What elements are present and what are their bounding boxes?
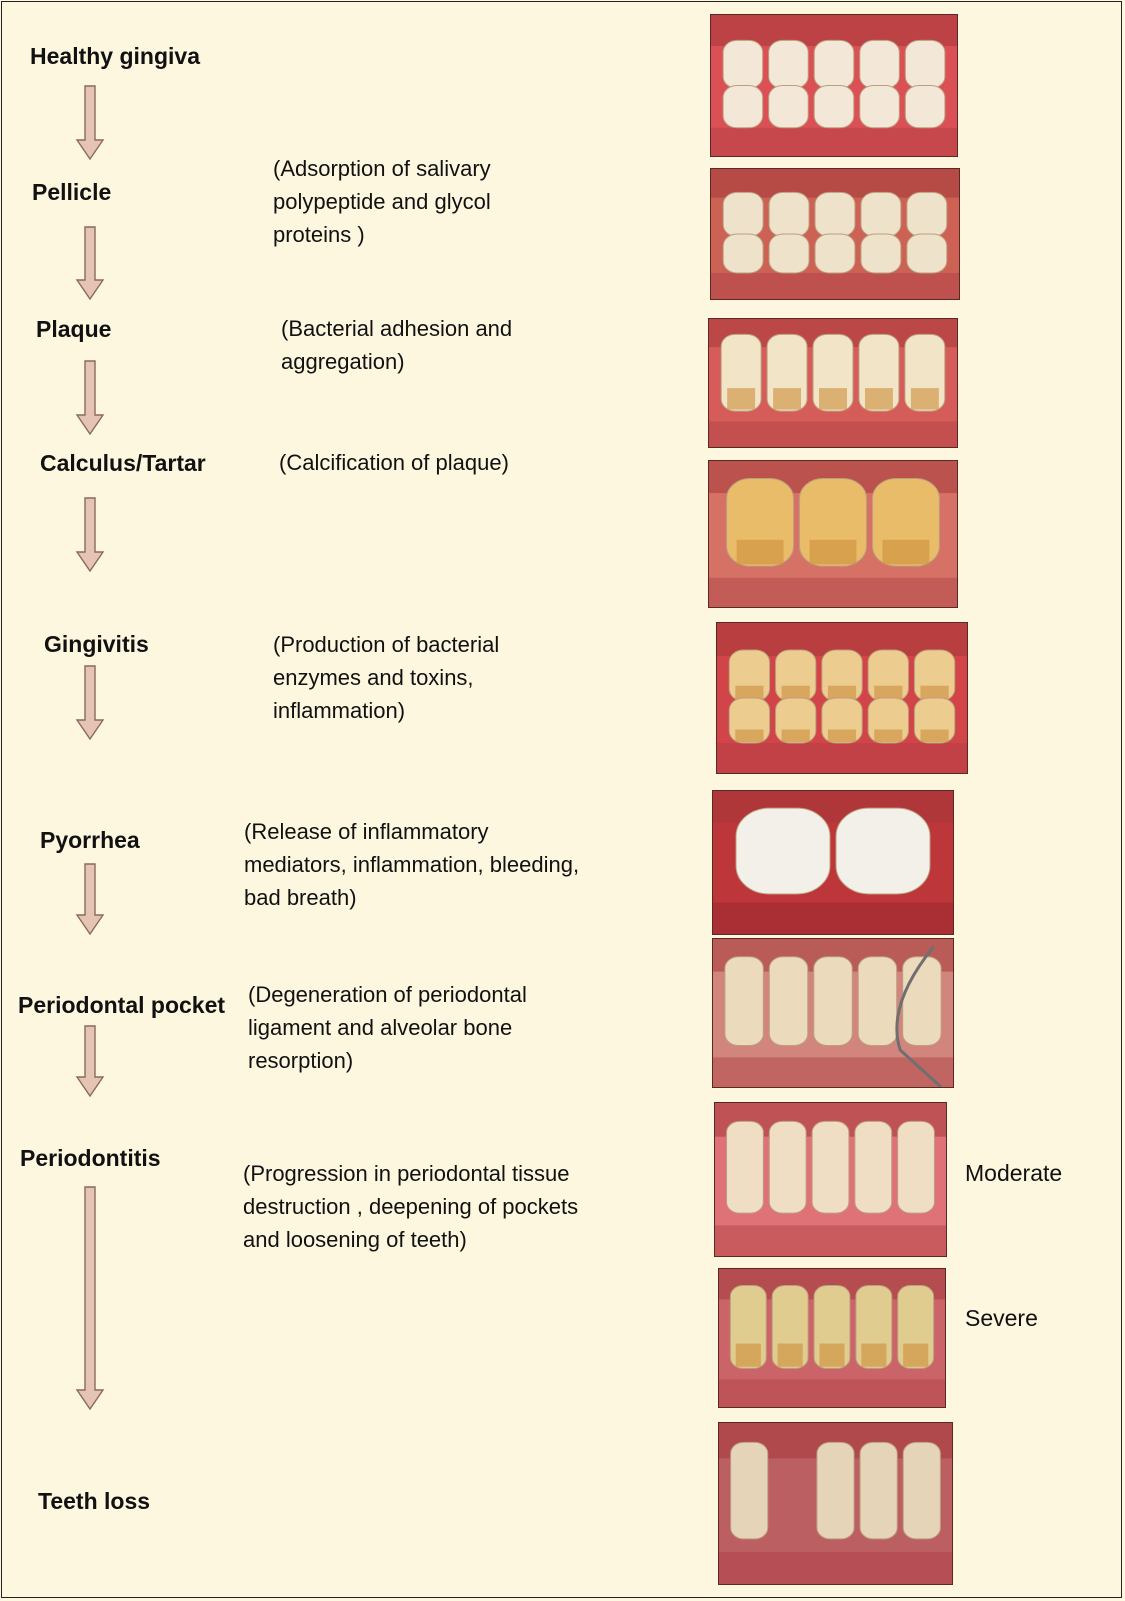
- stage-label-gingivitis: Gingivitis: [44, 631, 149, 658]
- down-arrow-icon: [75, 1025, 105, 1097]
- stage-desc-calculus: (Calcification of plaque): [279, 446, 509, 479]
- gingivitis-teeth-photo: [716, 622, 968, 774]
- stage-desc-periodontitis: (Progression in periodontal tissue destr…: [243, 1157, 578, 1256]
- pyorrhea-teeth-photo: [712, 790, 954, 935]
- down-arrow-icon: [75, 665, 105, 740]
- stage-desc-gingivitis: (Production of bacterial enzymes and tox…: [273, 628, 499, 727]
- down-arrow-icon: [75, 360, 105, 435]
- stage-desc-pellicle: (Adsorption of salivary polypeptide and …: [273, 152, 491, 251]
- stage-label-healthy-gingiva: Healthy gingiva: [30, 43, 200, 70]
- stage-label-pellicle: Pellicle: [32, 179, 111, 206]
- periodontitis-moderate-teeth-photo: [714, 1102, 947, 1257]
- healthy-teeth-photo: [710, 14, 958, 157]
- stage-desc-plaque: (Bacterial adhesion and aggregation): [281, 312, 512, 378]
- stage-label-periodontal-pocket: Periodontal pocket: [18, 992, 225, 1019]
- severity-label-severe: Severe: [965, 1305, 1038, 1332]
- down-arrow-icon: [75, 1186, 105, 1410]
- down-arrow-icon: [75, 497, 105, 572]
- teeth-loss-photo: [718, 1422, 953, 1585]
- stage-label-pyorrhea: Pyorrhea: [40, 827, 140, 854]
- pellicle-teeth-photo: [710, 168, 960, 300]
- stage-desc-pyorrhea: (Release of inflammatory mediators, infl…: [244, 815, 579, 914]
- periodontal-pocket-teeth-photo: [712, 938, 954, 1088]
- calculus-teeth-photo: [708, 460, 958, 608]
- severity-label-moderate: Moderate: [965, 1160, 1062, 1187]
- plaque-teeth-photo: [708, 318, 958, 448]
- stage-label-teeth-loss: Teeth loss: [38, 1488, 150, 1515]
- down-arrow-icon: [75, 863, 105, 935]
- down-arrow-icon: [75, 85, 105, 160]
- stage-desc-periodontal-pocket: (Degeneration of periodontal ligament an…: [248, 978, 527, 1077]
- periodontitis-severe-teeth-photo: [718, 1268, 946, 1408]
- stage-label-calculus-tartar: Calculus/Tartar: [40, 450, 206, 477]
- down-arrow-icon: [75, 226, 105, 300]
- stage-label-periodontitis: Periodontitis: [20, 1145, 161, 1172]
- stage-label-plaque: Plaque: [36, 316, 111, 343]
